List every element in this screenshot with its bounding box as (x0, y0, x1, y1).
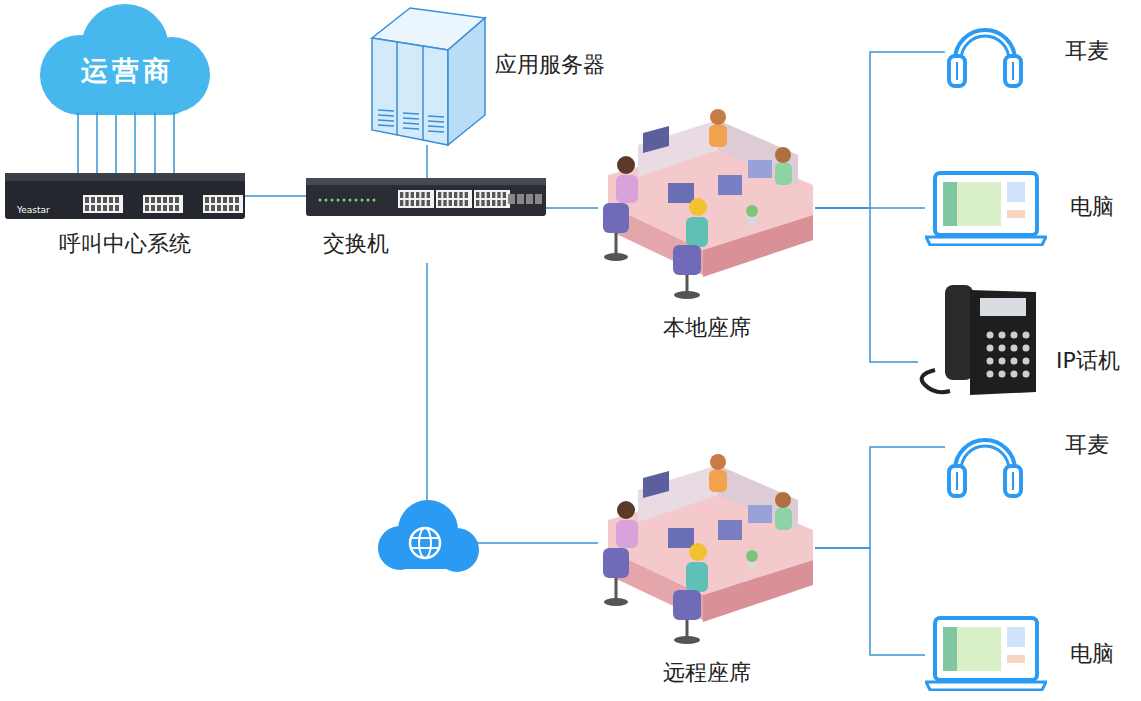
node-label: 电脑 (1070, 194, 1130, 220)
laptop-icon (926, 173, 1046, 245)
ip-phone-icon (922, 285, 1036, 395)
node-label: 耳麦 (1065, 38, 1130, 64)
network-link (426, 145, 428, 178)
seat-group: 本地座席 (598, 105, 815, 345)
server-icon (372, 8, 485, 145)
node-label: 运营商 (35, 55, 220, 87)
network-link (815, 447, 945, 548)
node-label: 应用服务器 (495, 52, 640, 78)
network-link (815, 548, 925, 655)
laptop-icon (926, 618, 1046, 690)
node-label: IP话机 (1056, 348, 1138, 374)
switch-node: 交换机 (306, 178, 546, 263)
headset-node: 耳麦 (945, 428, 1130, 502)
headset-icon (949, 440, 1021, 496)
operator-cloud-node: 运营商 (35, 5, 220, 115)
node-label: 远程座席 (598, 660, 815, 686)
network-link (115, 112, 117, 173)
laptop-node: 电脑 (925, 615, 1130, 691)
remote-seats (603, 454, 813, 644)
headset-icon (949, 30, 1021, 86)
network-link (815, 208, 918, 362)
laptop-node: 电脑 (925, 170, 1130, 246)
network-link (245, 195, 306, 197)
local-seats (603, 109, 813, 299)
network-link (815, 52, 945, 208)
network-link (546, 207, 598, 209)
internet-cloud (378, 500, 479, 572)
switch-device (306, 178, 546, 216)
node-label: 呼叫中心系统 (5, 231, 245, 257)
headset-node: 耳麦 (945, 18, 1130, 92)
node-label: 本地座席 (598, 315, 815, 341)
ip-phone-node: IP话机 (918, 283, 1138, 398)
node-label: 电脑 (1070, 641, 1130, 667)
brand-logo-text: Yeastar (17, 205, 50, 215)
trunk-lines (78, 112, 174, 173)
seat-group: 远程座席 (598, 450, 815, 690)
pbx-device (5, 173, 245, 219)
call-center-node: 呼叫中心系统 (5, 173, 245, 263)
node-label: 耳麦 (1065, 432, 1130, 458)
network-link (427, 263, 598, 543)
node-label: 交换机 (306, 231, 406, 257)
server-node: 应用服务器 (370, 5, 640, 145)
